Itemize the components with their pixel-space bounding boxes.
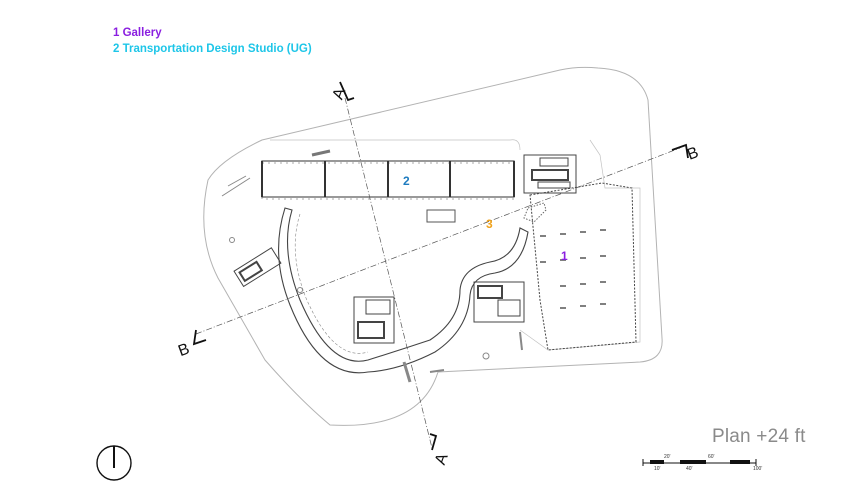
section-marker-b-right: [671, 143, 689, 159]
core-upper-right: [523, 154, 577, 194]
scale-tick-100: 100': [753, 466, 762, 472]
label-gallery-number: 1: [561, 249, 568, 263]
ramp-edge: [294, 213, 369, 354]
label-3-number: 3: [486, 217, 493, 231]
plan-title: Plan +24 ft: [712, 426, 806, 447]
site-outline: [203, 66, 663, 426]
curving-ramp: [278, 207, 529, 374]
section-a-top-label: A: [330, 86, 350, 102]
small-box: [426, 209, 456, 223]
gallery-box: [529, 182, 637, 351]
section-marker-a-top: [339, 81, 355, 102]
section-a-bottom-label: A: [432, 451, 452, 467]
label-studio-number: 2: [403, 174, 410, 188]
scale-tick-20: 20': [664, 454, 671, 460]
scale-bar: [642, 459, 757, 466]
studio-bar: [261, 160, 515, 200]
core-center-right: [473, 281, 525, 323]
section-line-b: [195, 147, 681, 335]
section-marker-b-left: [192, 329, 207, 346]
legend-item-gallery: 1 Gallery: [113, 27, 162, 39]
section-line-a: [344, 97, 433, 449]
section-marker-a-bottom: [429, 433, 438, 451]
section-b-right-label: B: [685, 144, 701, 164]
scale-tick-60: 60': [708, 454, 715, 460]
core-center-left: [353, 296, 395, 344]
inner-outline: [270, 139, 641, 351]
studio-stair: [311, 149, 331, 157]
scale-tick-40: 40': [686, 466, 693, 472]
legend: 1 Gallery 2 Transportation Design Studio…: [113, 25, 312, 57]
section-b-left-label: B: [176, 341, 192, 361]
site-details: [221, 175, 523, 383]
north-arrow-icon: [96, 445, 132, 481]
core-left: [233, 247, 282, 288]
scale-tick-10: 10': [654, 466, 661, 472]
legend-item-studio: 2 Transportation Design Studio (UG): [113, 43, 312, 55]
stair-ramp: [523, 202, 547, 223]
